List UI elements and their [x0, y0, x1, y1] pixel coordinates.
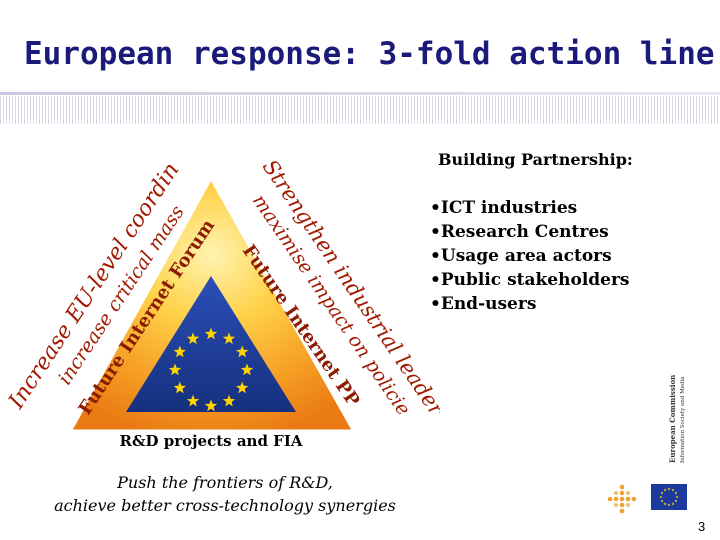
triangle-base-label: R&D projects and FIA: [120, 432, 303, 450]
flag-star-icon: [667, 503, 671, 507]
flag-star-icon: [671, 488, 675, 492]
flag-star-icon: [660, 491, 664, 495]
partnership-heading: Building Partnership:: [438, 150, 633, 169]
flag-star-icon: [675, 495, 679, 499]
list-item: •Research Centres: [430, 222, 609, 242]
eu-star-icon: [186, 394, 200, 407]
flag-star-icon: [659, 495, 663, 499]
push-line-1: Push the frontiers of R&D,: [117, 473, 333, 492]
page-title: European response: 3-fold action line: [24, 36, 715, 72]
flag-star-icon: [674, 491, 678, 495]
eu-star-icon: [240, 363, 254, 376]
decorative-band: [0, 96, 720, 124]
push-line-2: achieve better cross-technology synergie…: [54, 496, 396, 515]
flag-star-icon: [674, 499, 678, 503]
list-item: •Usage area actors: [430, 246, 612, 266]
eu-star-icon: [222, 394, 236, 407]
eu-star-icon: [173, 345, 186, 358]
eu-stars: [168, 327, 254, 412]
flag-star-icon: [667, 487, 671, 491]
list-item: •End-users: [430, 294, 537, 314]
svg-text:European Commission: European Commission: [668, 375, 677, 463]
list-item: •Public stakeholders: [430, 270, 630, 290]
eu-star-icon: [222, 332, 236, 345]
flag-star-icon: [671, 502, 675, 506]
partnership-list: •ICT industries •Research Centres •Usage…: [430, 196, 630, 316]
european-commission-logo-text: European Commission Information Society …: [668, 375, 686, 463]
page-number: 3: [698, 519, 706, 534]
eu-star-icon: [236, 381, 249, 394]
eu-star-icon: [236, 345, 249, 358]
flag-star-icon: [663, 502, 667, 506]
svg-text:Information Society and Media: Information Society and Media: [680, 376, 686, 463]
eu-star-icon: [204, 327, 218, 340]
flag-star-icon: [660, 499, 664, 503]
eu-flag-icon: [651, 484, 687, 510]
eu-star-icon: [168, 363, 182, 376]
action-triangle-diagram: Increase EU-level coordination, increase…: [0, 140, 440, 450]
eu-star-icon: [204, 399, 218, 412]
flag-star-icon: [663, 488, 667, 492]
push-frontiers-text: Push the frontiers of R&D, achieve bette…: [30, 471, 420, 517]
title-underline: [0, 92, 720, 95]
list-item: •ICT industries: [430, 198, 578, 218]
eu-flag-triangle: [126, 276, 296, 412]
eu-star-icon: [186, 332, 200, 345]
eu-star-icon: [173, 381, 186, 394]
information-society-dots-icon: [607, 484, 637, 514]
